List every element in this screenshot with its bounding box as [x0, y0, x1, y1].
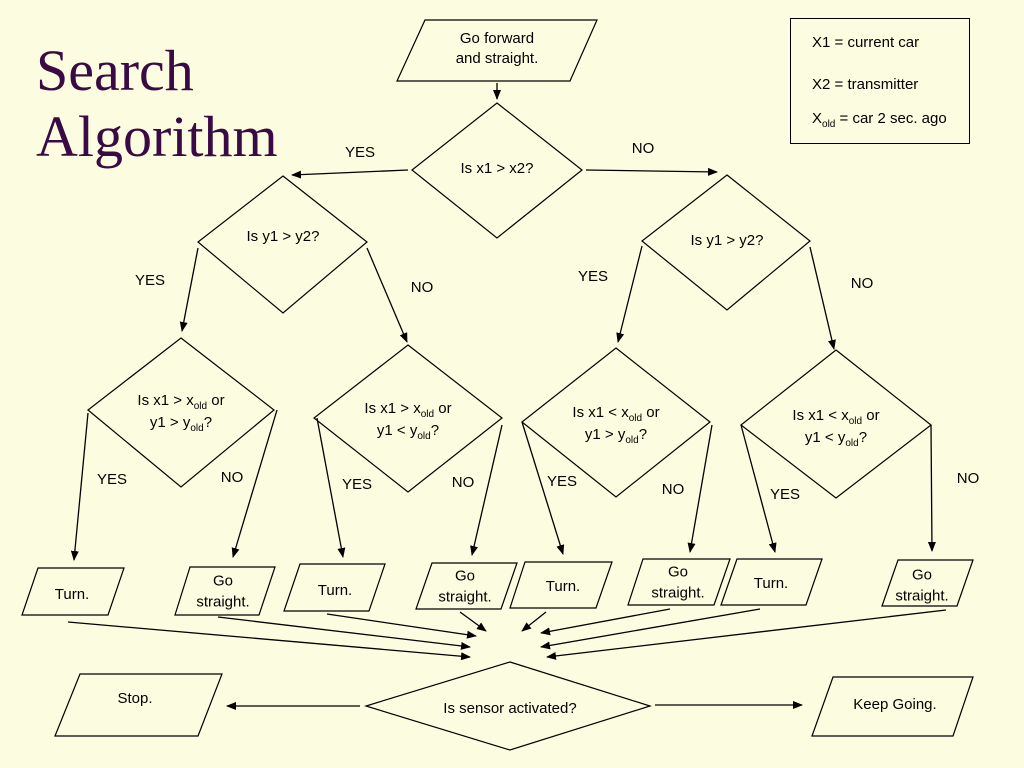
arrow-c-yes — [521, 421, 565, 555]
arrow-d-yes — [740, 424, 777, 553]
arrow-left-no — [366, 247, 408, 343]
legend-box: X1 = current car X2 = transmitter Xold =… — [790, 18, 970, 144]
outcome-out3-text: Turn. — [318, 582, 352, 599]
decision-y1-y2-left-text: Is y1 > y2? — [247, 228, 320, 245]
arrow-out8-sensor — [546, 609, 947, 660]
title-line-1: Search — [36, 38, 194, 103]
decision-a-text-line2: y1 > yold? — [150, 414, 212, 434]
stop-parallelogram — [54, 673, 223, 737]
legend-xold: Xold = car 2 sec. ago — [812, 110, 947, 130]
decision-d-text-line1: Is x1 < xold or — [792, 407, 879, 427]
outcome-out5-text: Turn. — [546, 578, 580, 595]
decision-x1-x2-text: Is x1 > x2? — [461, 160, 534, 177]
arrow-out7-sensor — [540, 608, 761, 650]
label-d-no: NO — [957, 470, 980, 487]
keep-going-parallelogram — [811, 676, 974, 737]
decision-y1-y2-right-text: Is y1 > y2? — [691, 232, 764, 249]
decision-b-text-line1: Is x1 > xold or — [364, 400, 451, 420]
arrow-d-no — [927, 424, 936, 552]
label-left-no: NO — [411, 279, 434, 296]
decision-b-text-line2: y1 < yold? — [377, 422, 439, 442]
stop-text: Stop. — [117, 690, 152, 707]
label-b-yes: YES — [342, 476, 372, 493]
arrow-out1-sensor — [67, 621, 471, 661]
outcome-out6 — [627, 558, 731, 606]
label-left-yes: YES — [135, 272, 165, 289]
arrow-a-no — [231, 409, 278, 558]
decision-x1-x2 — [411, 102, 583, 239]
arrow-b-no — [470, 424, 503, 556]
outcome-out7 — [720, 558, 823, 606]
outcome-out1-text: Turn. — [55, 586, 89, 603]
arrow-out2-sensor — [217, 616, 471, 650]
outcome-out8 — [881, 559, 974, 607]
arrow-right-yes — [616, 245, 643, 343]
outcome-out7-text: Turn. — [754, 575, 788, 592]
decision-c — [521, 347, 711, 498]
outcome-out4 — [415, 562, 518, 610]
arrow-out4-sensor — [459, 611, 487, 632]
arrow-q1-yes — [291, 169, 409, 179]
label-c-no: NO — [662, 481, 685, 498]
label-a-no: NO — [221, 469, 244, 486]
decision-y1-y2-left — [197, 175, 368, 314]
page-title: Search Algorithm — [36, 38, 278, 170]
arrow-a-yes — [70, 412, 89, 561]
label-b-no: NO — [452, 474, 475, 491]
start-parallelogram — [396, 19, 598, 82]
outcome-out3 — [283, 563, 386, 612]
legend-x1: X1 = current car — [812, 34, 920, 51]
outcome-out5 — [509, 561, 613, 609]
outcome-out2 — [174, 566, 276, 616]
arrow-b-yes — [316, 417, 346, 558]
label-q1-no: NO — [632, 140, 655, 157]
decision-c-text-line1: Is x1 < xold or — [572, 404, 659, 424]
keep-going-text: Keep Going. — [853, 696, 936, 713]
legend-x2: X2 = transmitter — [812, 76, 919, 93]
decision-a — [87, 337, 275, 488]
decision-sensor — [363, 661, 653, 751]
arrow-out3-sensor — [326, 613, 477, 639]
decision-a-text-line1: Is x1 > xold or — [137, 392, 224, 412]
arrow-right-no — [809, 246, 836, 350]
label-c-yes: YES — [547, 473, 577, 490]
decision-d-text-line2: y1 < yold? — [805, 429, 867, 449]
arrow-left-yes — [179, 247, 199, 332]
label-q1-yes: YES — [345, 144, 375, 161]
arrow-c-no — [687, 424, 713, 553]
label-a-yes: YES — [97, 471, 127, 488]
decision-c-text-line2: y1 > yold? — [585, 426, 647, 446]
decision-d — [740, 349, 932, 499]
label-right-yes: YES — [578, 268, 608, 285]
decision-y1-y2-right — [641, 174, 811, 311]
label-right-no: NO — [851, 275, 874, 292]
arrow-out5-sensor — [521, 611, 547, 632]
decision-sensor-text: Is sensor activated? — [443, 700, 576, 717]
outcome-out1 — [21, 567, 125, 616]
arrow-q1-no — [585, 167, 718, 176]
decision-b — [313, 344, 503, 493]
label-d-yes: YES — [770, 486, 800, 503]
title-line-2: Algorithm — [36, 104, 278, 169]
arrow-out6-sensor — [540, 608, 671, 636]
